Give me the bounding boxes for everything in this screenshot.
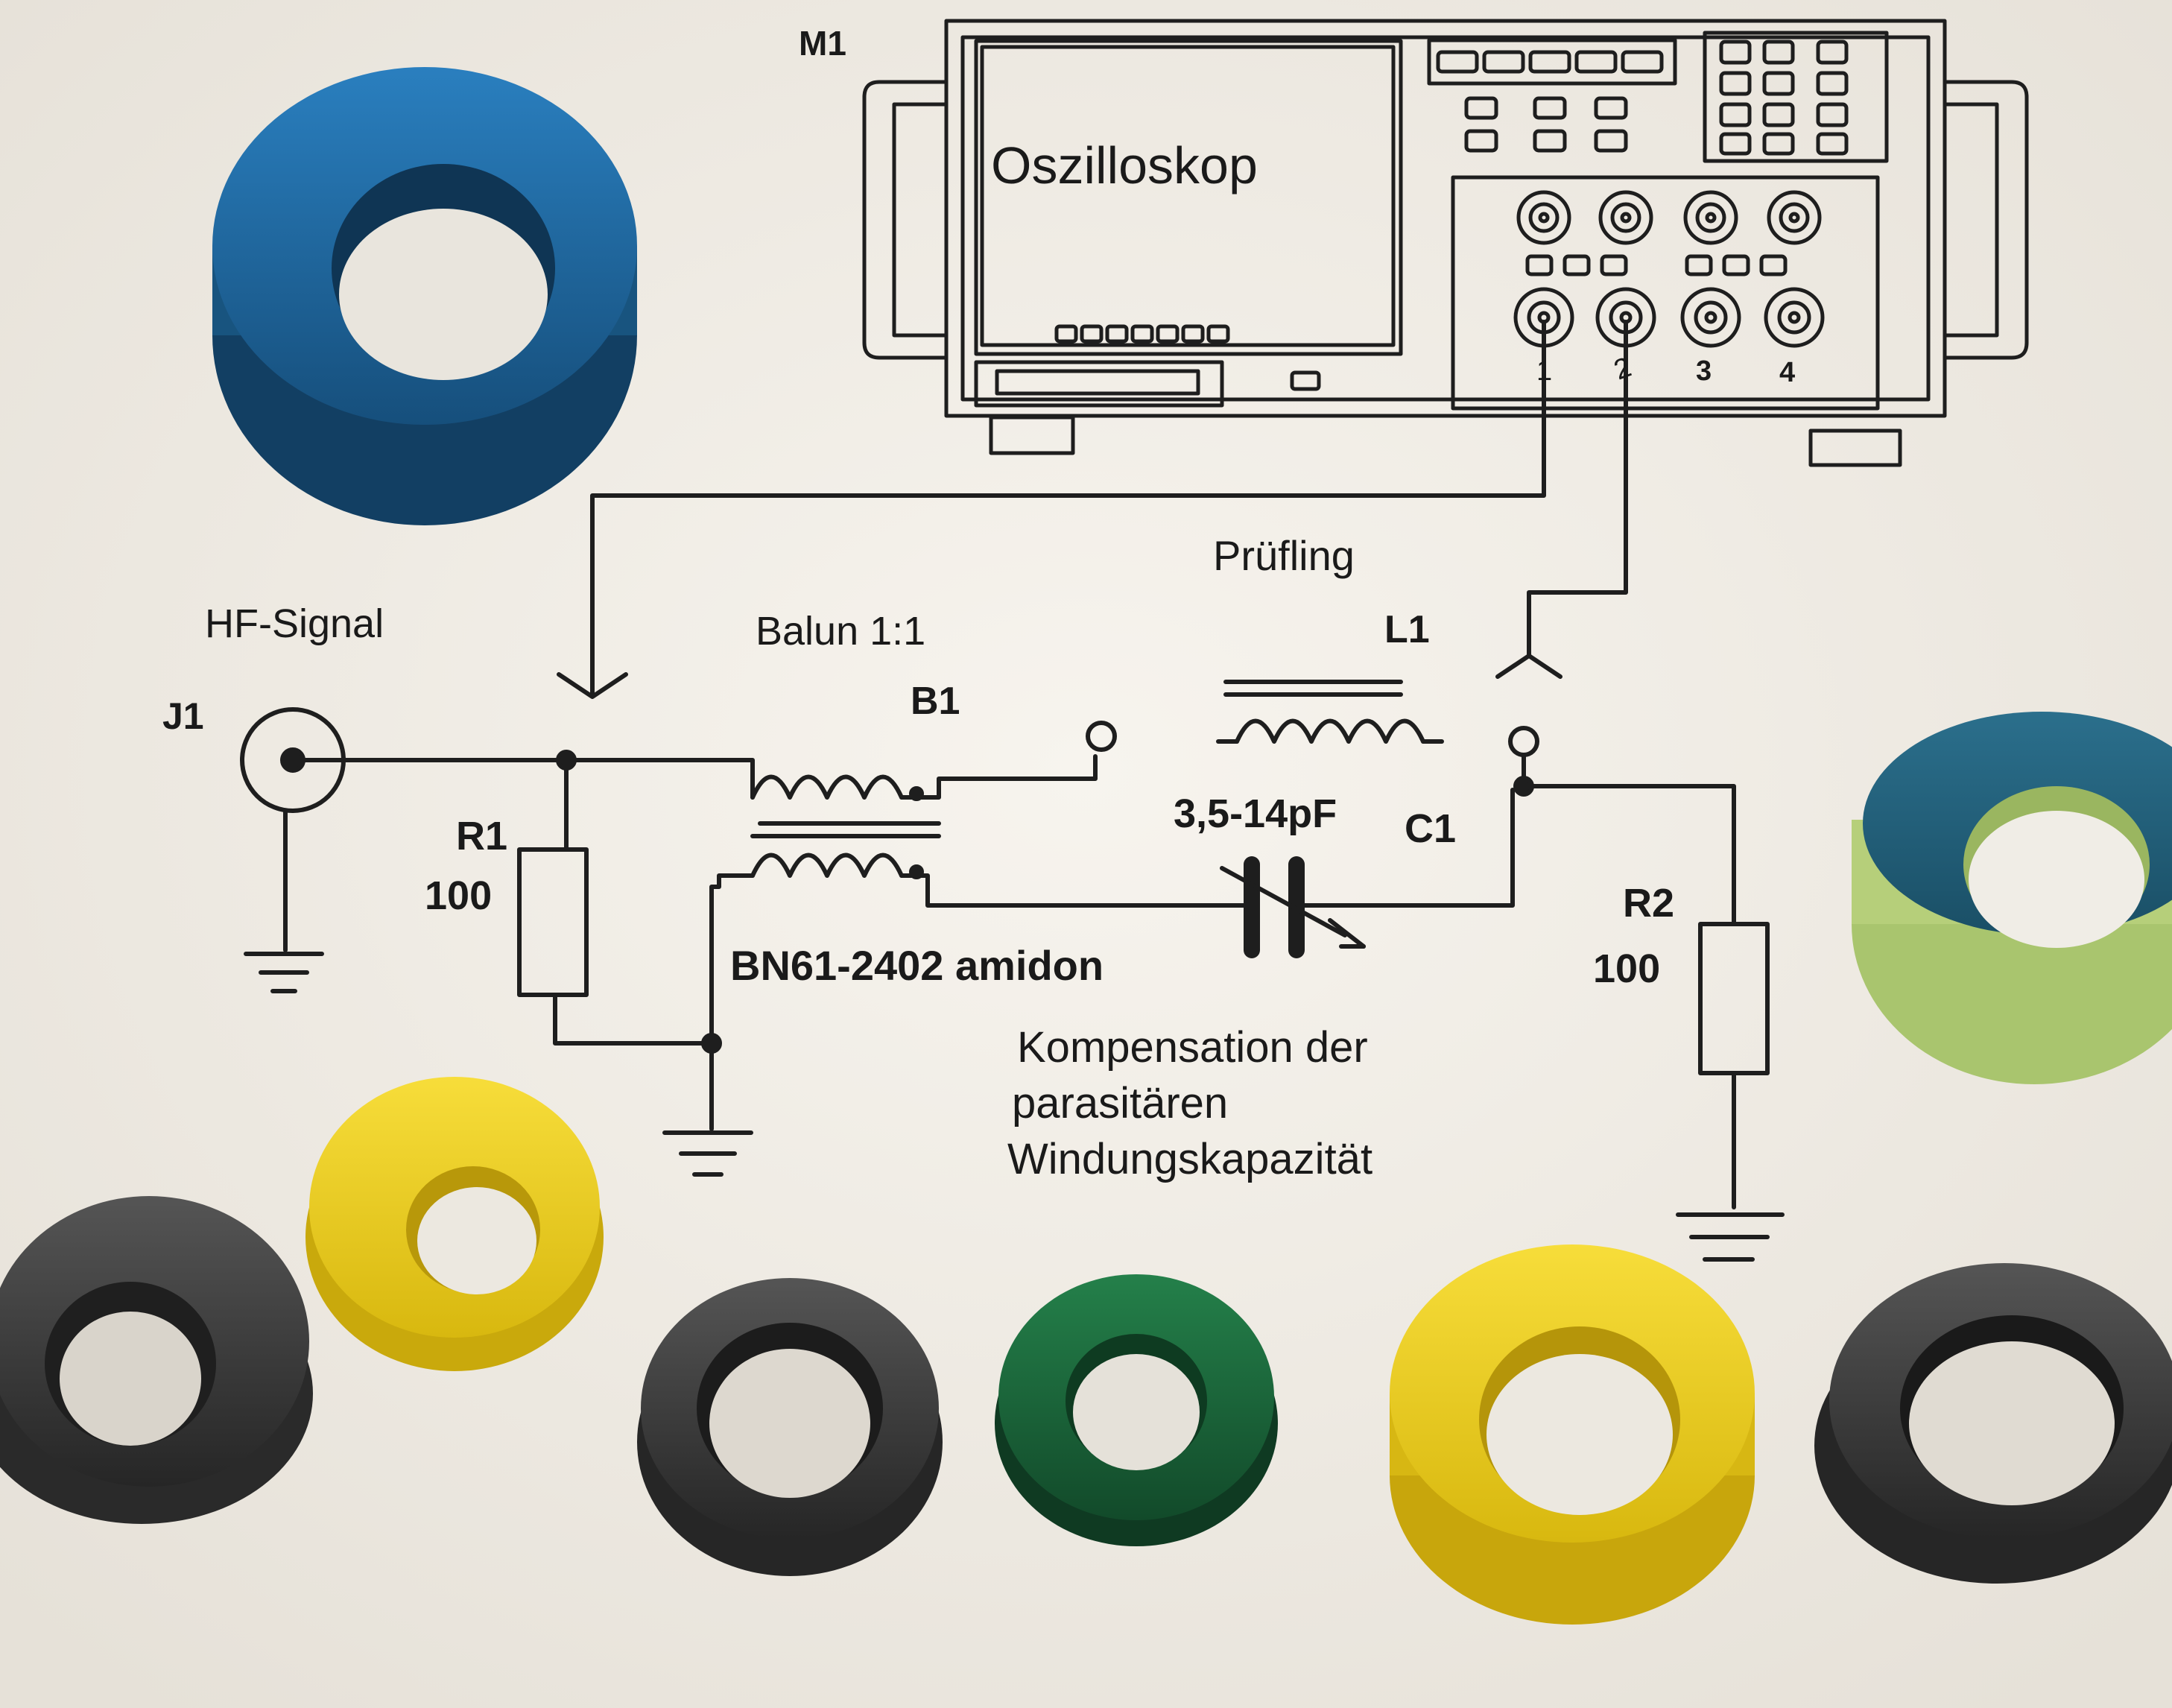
capacitor-ref-label: C1 [1405,806,1456,851]
probe-wires [557,320,1628,699]
channel-1-label: 1 [1536,355,1552,387]
note-line-2: parasitären [1012,1079,1228,1127]
instrument-ref-label: M1 [799,24,846,63]
source-ref-label: J1 [162,695,204,737]
source-label: HF-Signal [205,601,384,646]
toroid-black-1 [0,1196,313,1524]
toroid-cores [0,67,2172,1625]
note-line-3: Windungskapazität [1007,1135,1372,1183]
dut-label: Prüfling [1213,532,1355,579]
channel-3-label: 3 [1696,355,1712,387]
dut-ref-label: L1 [1384,608,1430,651]
capacitor-value-label: 3,5-14pF [1174,791,1337,836]
toroid-yellow-large [1390,1244,1755,1625]
balun-label: Balun 1:1 [756,609,925,654]
r2-ref-label: R2 [1623,881,1674,926]
note-line-1: Kompensation der [1017,1023,1368,1072]
balun-core-label: BN61-2402 amidon [730,942,1104,989]
toroid-black-3 [1814,1263,2172,1584]
r1-value-label: 100 [425,873,492,918]
toroid-blue-large [212,67,637,525]
toroid-black-2 [637,1278,943,1576]
r2-value-label: 100 [1593,946,1660,991]
circuit-wiring [240,680,1785,1262]
toroid-yellow-small [305,1077,604,1371]
toroid-green [995,1274,1278,1546]
balun-ref-label: B1 [911,680,960,723]
oscilloscope-drawing [862,19,2029,467]
channel-4-label: 4 [1779,357,1795,388]
instrument-name-label: Oszilloskop [991,136,1258,194]
toroid-teal-right [1852,712,2172,1084]
r1-ref-label: R1 [456,814,507,858]
